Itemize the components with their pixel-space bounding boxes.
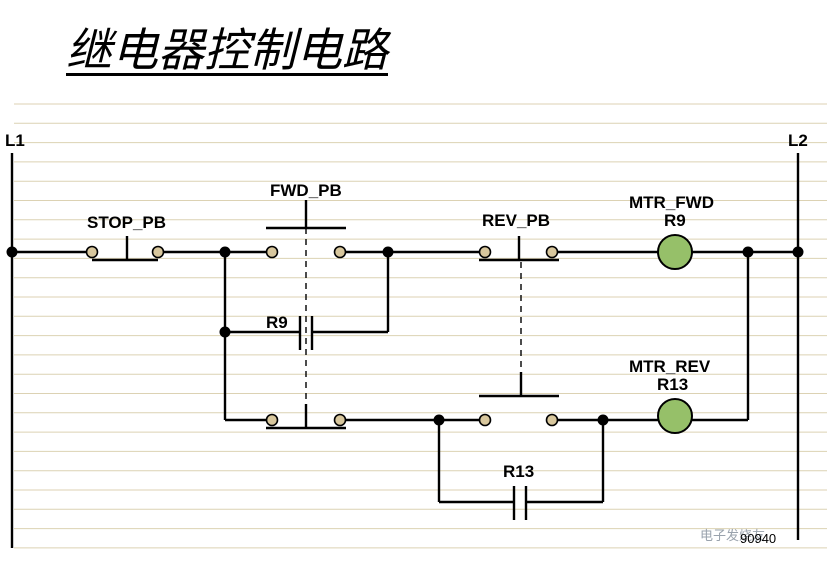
rail-l2-label: L2: [788, 131, 808, 150]
terminal: [478, 245, 492, 259]
rev-pb-no-contact: [478, 372, 559, 427]
r13-seal-in-branch: R13: [437, 420, 605, 520]
junction-dot: [6, 246, 18, 258]
terminal: [333, 413, 347, 427]
stop-pushbutton: STOP_PB: [85, 213, 166, 262]
rev-pb-label: REV_PB: [482, 211, 550, 230]
junction-dot: [433, 414, 445, 426]
rail-l2: L2: [788, 131, 808, 540]
rail-l1: L1: [5, 131, 25, 548]
mtr-fwd-relay-label: R9: [664, 211, 686, 230]
junction-dot: [792, 246, 804, 258]
stop-pb-label: STOP_PB: [87, 213, 166, 232]
terminal: [265, 413, 279, 427]
terminal: [333, 245, 347, 259]
mtr-rev-label: MTR_REV: [629, 357, 711, 376]
junction-dots: [6, 246, 804, 426]
junction-dot: [219, 326, 231, 338]
mtr-rev-relay-label: R13: [657, 375, 688, 394]
terminal: [265, 245, 279, 259]
terminal: [545, 413, 559, 427]
rail-l1-label: L1: [5, 131, 25, 150]
junction-dot: [382, 246, 394, 258]
coil-lamp: [657, 398, 693, 434]
drawing-number: 90940: [740, 531, 776, 546]
fwd-pb-nc-contact: [265, 404, 347, 430]
junction-dot: [742, 246, 754, 258]
terminal: [151, 245, 165, 259]
rung-2-wires: [225, 252, 750, 422]
coil-lamp: [657, 234, 693, 270]
watermark: 电子发烧友: [700, 528, 765, 544]
terminal: [545, 245, 559, 259]
mtr-fwd-label: MTR_FWD: [629, 193, 714, 212]
terminal: [478, 413, 492, 427]
fwd-pb-label: FWD_PB: [270, 181, 342, 200]
rev-pushbutton: REV_PB: [478, 211, 559, 372]
ruled-lines: [14, 103, 827, 549]
page-title: 继电器控制电路: [66, 23, 388, 77]
terminal: [85, 245, 99, 259]
junction-dot: [219, 246, 231, 258]
fwd-pushbutton: FWD_PB: [265, 181, 347, 405]
r13-contact-label: R13: [503, 462, 534, 481]
junction-dot: [597, 414, 609, 426]
mtr-rev-coil: MTR_REV R13: [629, 357, 711, 434]
r9-contact-label: R9: [266, 313, 288, 332]
mtr-fwd-coil: MTR_FWD R9: [629, 193, 714, 270]
